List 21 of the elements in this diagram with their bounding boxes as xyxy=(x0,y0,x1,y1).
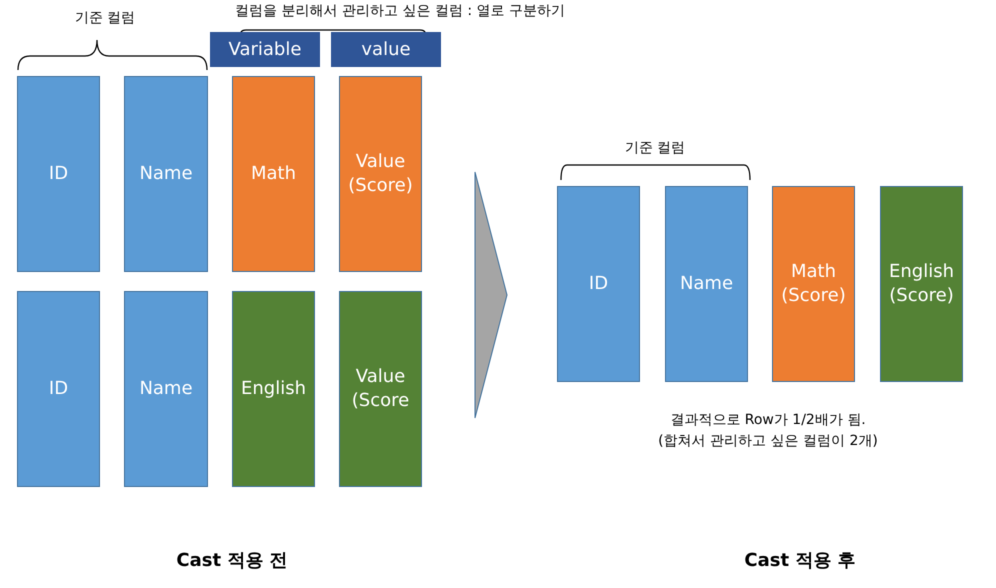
panel-title: Cast 적용 후 xyxy=(744,549,856,572)
column-box: Name xyxy=(665,186,748,382)
header-box: value xyxy=(331,32,441,67)
note-text: (합쳐서 관리하고 싶은 컬럼이 2개) xyxy=(658,432,878,450)
column-box: Value (Score xyxy=(339,291,422,487)
column-box: Math (Score) xyxy=(772,186,855,382)
column-box: English xyxy=(232,291,315,487)
column-box: ID xyxy=(17,291,100,487)
column-box: Value (Score) xyxy=(339,76,422,272)
note-text: 결과적으로 Row가 1/2배가 됨. xyxy=(670,411,866,429)
column-box: Name xyxy=(124,76,208,272)
column-box: English (Score) xyxy=(880,186,963,382)
column-box: ID xyxy=(557,186,640,382)
header-box: Variable xyxy=(210,32,320,67)
bracket-label: 컬럼을 분리해서 관리하고 싶은 컬럼 : 열로 구분하기 xyxy=(235,2,565,20)
panel-title: Cast 적용 전 xyxy=(176,549,288,572)
column-box: ID xyxy=(17,76,100,272)
bracket-label: 기준 컬럼 xyxy=(624,139,686,157)
column-box: Name xyxy=(124,291,208,487)
column-box: Math xyxy=(232,76,315,272)
bracket-label: 기준 컬럼 xyxy=(74,9,136,27)
